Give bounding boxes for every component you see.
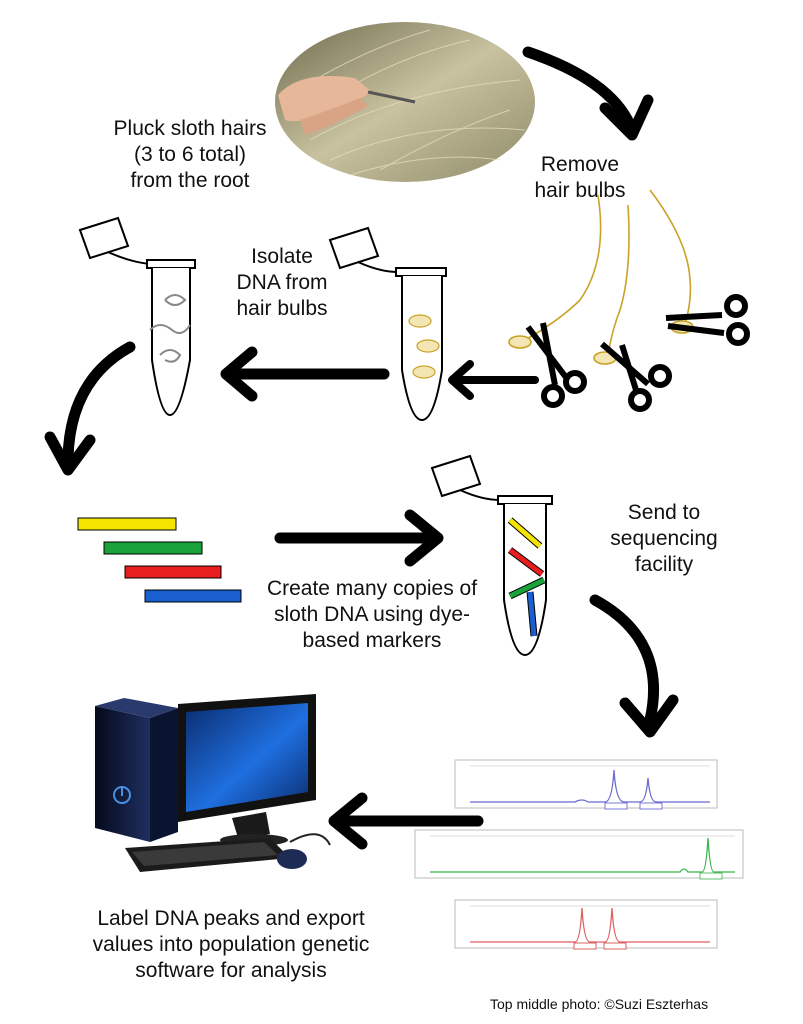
sloth-fur-photo [275, 22, 535, 182]
step-isolate-label: Isolate DNA from hair bulbs [236, 245, 328, 320]
arrow-tube-to-tube [220, 346, 390, 402]
scissors-icon [665, 294, 750, 346]
arrow-tube-to-sequencing [589, 594, 679, 738]
chromatogram-green [414, 829, 744, 880]
chromatogram-red [454, 899, 718, 950]
arrow-photo-to-bulbs [522, 46, 654, 141]
step-copies-label: Create many copies of sloth DNA using dy… [266, 577, 478, 652]
chromatogram-blue [454, 759, 718, 810]
arrow-bands-to-tube [274, 509, 444, 567]
computer-icon [95, 694, 331, 872]
step-pluck-label: Pluck sloth hairs (3 to 6 total) from th… [113, 117, 267, 192]
tube-with-dna [78, 216, 196, 417]
scissors-icon [600, 341, 672, 412]
arrow-scissors-to-tube [448, 360, 539, 400]
tube-with-fragments [430, 454, 553, 657]
dna-helix-icon [149, 294, 191, 363]
step-remove-label: Remove hair bulbs [534, 153, 626, 202]
tube-with-bulbs [328, 226, 447, 422]
arrow-sequencing-to-computer [328, 792, 484, 850]
scissors-icon [525, 322, 587, 408]
photo-credit: Top middle photo: ©Suzi Eszterhas [490, 996, 709, 1012]
arrow-tube-to-bands [44, 341, 136, 476]
step-send-label: Send to sequencing facility [610, 501, 718, 576]
dye-marker-bands [77, 517, 242, 603]
step-label-label: Label DNA peaks and export values into p… [92, 907, 370, 982]
